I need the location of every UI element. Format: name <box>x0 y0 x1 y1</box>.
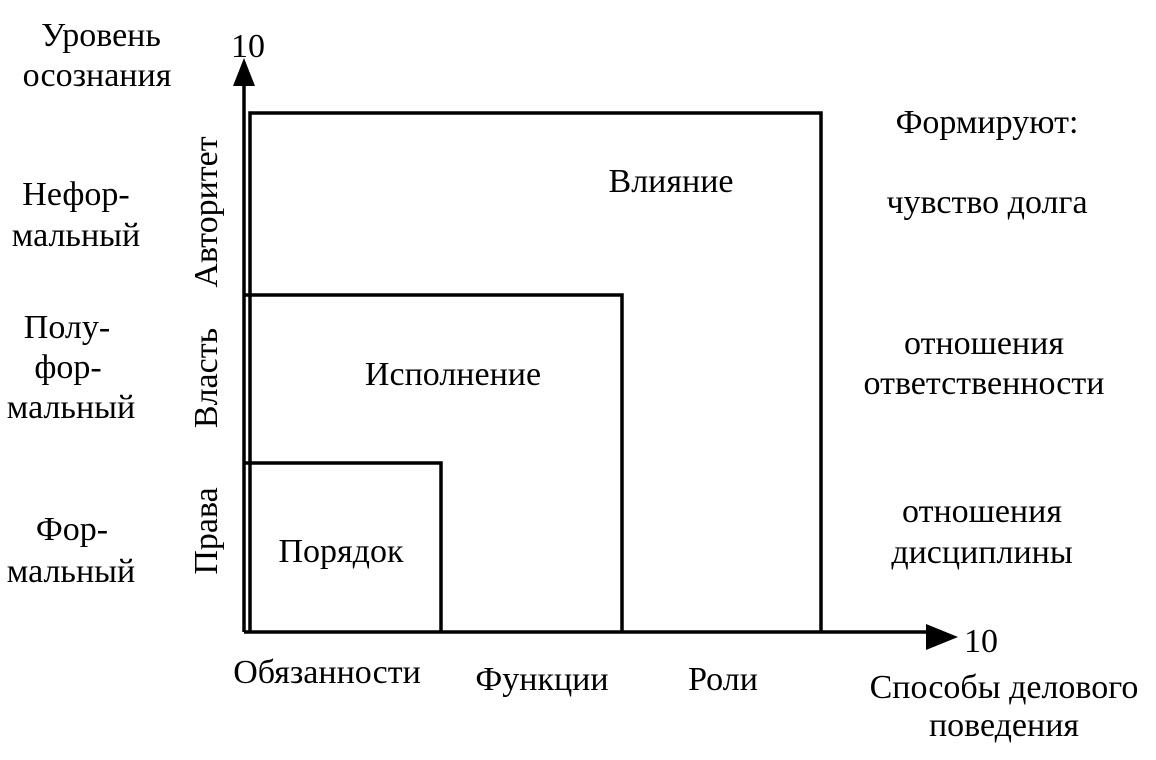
level-semiformal-line-3: мальный <box>7 389 135 426</box>
box-label-execution: Исполнение <box>365 356 541 393</box>
right-item-discipline-line-2: дисциплины <box>891 534 1073 571</box>
x-axis-max-label: 10 <box>964 623 998 660</box>
y-axis-max-label: 10 <box>231 28 265 65</box>
level-semiformal-line-2: фор- <box>34 349 101 386</box>
level-informal-line-1: Нефор- <box>22 176 129 213</box>
rotated-label-rights: Права <box>188 487 225 574</box>
box-label-order: Порядок <box>278 533 403 570</box>
right-item-responsibility-line-2: ответственности <box>864 365 1105 402</box>
x-axis-arrowhead <box>926 624 958 650</box>
x-axis-title-line-2: поведения <box>929 707 1079 744</box>
box-label-influence: Влияние <box>609 163 734 200</box>
right-item-duty-line-1: чувство долга <box>886 184 1087 221</box>
right-column-title: Формируют: <box>896 104 1079 141</box>
x-category-roles: Роли <box>688 661 758 698</box>
level-informal-line-2: мальный <box>12 217 140 254</box>
rotated-label-authority: Авторитет <box>188 136 225 287</box>
x-category-duties: Обязанности <box>233 654 421 691</box>
level-formal-line-2: мальный <box>7 553 135 590</box>
rotated-label-power: Власть <box>188 328 225 428</box>
right-item-responsibility-line-1: отношения <box>904 325 1064 362</box>
box-execution <box>244 293 624 632</box>
y-axis-title-line-2: осознания <box>23 57 172 94</box>
x-category-functions: Функции <box>475 661 608 698</box>
right-item-discipline-line-1: отношения <box>902 493 1062 530</box>
y-axis-arrowhead <box>233 58 255 86</box>
x-axis-title-line-1: Способы делового <box>870 669 1139 706</box>
level-semiformal-line-1: Полу- <box>24 309 110 346</box>
y-axis-title-line-1: Уровень <box>41 17 161 54</box>
level-formal-line-1: Фор- <box>36 511 108 548</box>
box-order <box>244 461 443 632</box>
box-influence <box>248 111 823 632</box>
